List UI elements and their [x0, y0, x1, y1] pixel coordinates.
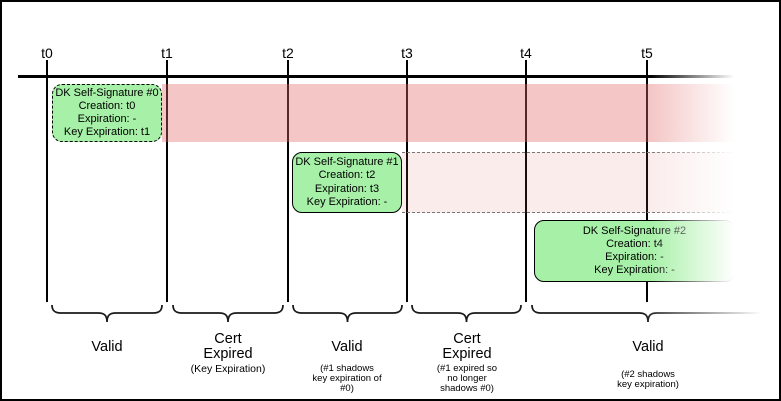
underbrace-svg	[51, 304, 765, 323]
tick-label-t2: t2	[282, 45, 294, 61]
segment-caption-4: Cert Expired (#1 expired so no longer sh…	[402, 331, 532, 394]
underbrace-segment-5	[531, 304, 765, 323]
tick-label-t5: t5	[641, 45, 653, 61]
tick-label-t4: t4	[520, 45, 532, 61]
signature-creation: Creation: t4	[606, 237, 663, 250]
signature-expiration: Expiration: t3	[314, 182, 380, 195]
segment-note: (#1 shadows key expiration of #0)	[312, 363, 382, 394]
segment-note: (Key Expiration)	[190, 363, 266, 375]
tick-label-t0: t0	[41, 45, 53, 61]
signature-creation: Creation: t2	[318, 169, 376, 182]
segment-caption-2: Cert Expired (Key Expiration)	[163, 331, 293, 375]
tick-line-t1	[166, 60, 168, 302]
signature-expiration: Expiration: -	[77, 113, 137, 125]
expired-band-signature-0	[162, 84, 735, 142]
tick-line-t5	[646, 60, 648, 302]
signature-title: DK Self-Signature #0	[55, 86, 159, 99]
tick-label-t1: t1	[161, 45, 173, 61]
segment-caption-5: Valid (#2 shadows key expiration)	[583, 333, 713, 390]
tick-line-t0	[46, 60, 48, 302]
segment-caption-1: Valid	[42, 333, 172, 364]
tick-label-t3: t3	[401, 45, 413, 61]
signature-creation: Creation: t0	[78, 99, 136, 112]
timeline-axis	[18, 75, 735, 78]
segment-label: Cert Expired	[442, 331, 492, 362]
signature-key-expiration: Key Expiration: -	[306, 195, 388, 208]
segment-caption-3: Valid (#1 shadows key expiration of #0)	[282, 333, 412, 394]
signature-key-expiration: Key Expiration: t1	[63, 126, 151, 139]
segment-label: Valid	[331, 338, 363, 355]
tick-line-t4	[525, 60, 527, 302]
segment-label: Valid	[91, 338, 123, 355]
tick-line-t3	[406, 60, 408, 302]
signature-expiration: Expiration: -	[605, 251, 664, 263]
tick-line-t2	[287, 60, 289, 302]
signature-box-1: DK Self-Signature #1 Creation: t2 Expira…	[292, 152, 402, 213]
underbrace-segment-1	[51, 304, 163, 323]
signature-box-0: DK Self-Signature #0 Creation: t0 Expira…	[52, 84, 162, 142]
segment-label: Valid	[632, 338, 664, 355]
segment-note: (#1 expired so no longer shadows #0)	[436, 363, 498, 394]
underbrace-segment-3	[292, 304, 403, 323]
signature-title: DK Self-Signature #1	[295, 156, 399, 169]
underbrace-segment-2	[172, 304, 284, 323]
right-fade-overlay	[650, 57, 762, 300]
segment-note: (#2 shadows key expiration)	[617, 369, 679, 390]
segment-label: Cert Expired	[203, 331, 253, 362]
underbrace-segment-4	[411, 304, 522, 323]
